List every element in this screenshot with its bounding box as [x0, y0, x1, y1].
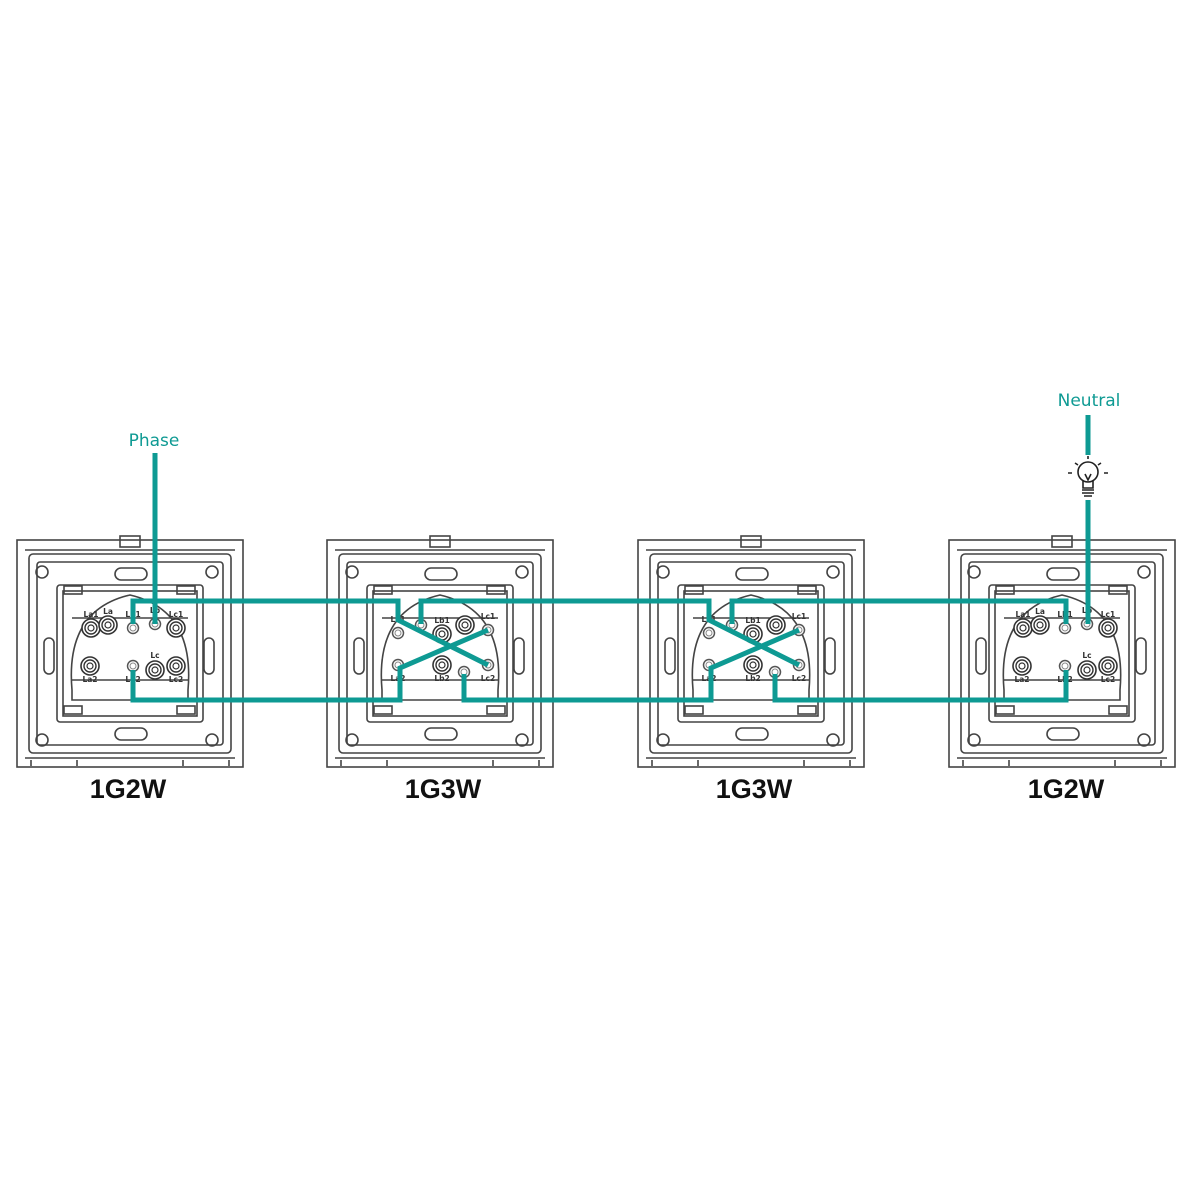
terminal-la1: La1 [81, 610, 101, 638]
terminal-label: Lc2 [792, 674, 806, 683]
wire-bottom-3 [772, 670, 1069, 703]
terminal-label: Lc1 [169, 610, 183, 619]
wire-top-2 [418, 598, 801, 668]
terminal-label: Lb1 [745, 616, 760, 625]
terminal-la2: La2 [1012, 656, 1032, 684]
terminal-label: Lc [1082, 651, 1091, 660]
terminal-label: La1 [83, 610, 98, 619]
terminal-lc1: Lc1 [1098, 610, 1118, 638]
terminal-la: La [98, 607, 118, 635]
terminal-label: La1 [1015, 610, 1030, 619]
terminal-label: La2 [1014, 675, 1029, 684]
terminal-lc1: Lc1 [166, 610, 186, 638]
switch-model-label: 1G2W [1028, 774, 1105, 804]
switch-model-label: 1G3W [405, 774, 482, 804]
phase-label: Phase [129, 431, 180, 451]
terminal-lc2: Lc2 [1098, 656, 1118, 684]
terminal-lc: Lc [145, 651, 165, 680]
switch-model-label: 1G2W [90, 774, 167, 804]
terminal-label: Lc1 [1101, 610, 1115, 619]
wire-top-1 [130, 598, 490, 668]
switch-model-label: 1G3W [716, 774, 793, 804]
terminal-label: Lc2 [1101, 675, 1115, 684]
terminal-label: Lb1 [434, 616, 449, 625]
wire-top-3 [729, 598, 1069, 624]
terminal [766, 615, 786, 635]
terminal-label: Lb2 [745, 674, 760, 683]
terminal-lc2: Lc2 [166, 656, 186, 684]
terminal-la1: La1 [1013, 610, 1033, 638]
terminal-label: Lc [150, 651, 159, 660]
terminal-lb2: Lb2 [432, 655, 452, 683]
terminal [455, 615, 475, 635]
terminal-label: Lc1 [481, 612, 495, 621]
neutral-label: Neutral [1058, 391, 1121, 411]
terminal-label: Lc2 [481, 674, 495, 683]
terminal-la: La [1030, 607, 1050, 635]
terminal-lc: Lc [1077, 651, 1097, 680]
wire-bottom-2 [461, 627, 800, 703]
terminal [768, 665, 782, 679]
wires [130, 415, 1091, 703]
terminal-label: Lb2 [434, 674, 449, 683]
light-bulb-icon [1068, 456, 1108, 497]
terminal-lb2: Lb2 [743, 655, 763, 683]
terminal-label: La [1035, 607, 1045, 616]
terminal-label: La2 [82, 675, 97, 684]
terminal-label: Lc2 [169, 675, 183, 684]
terminal-label: Lc1 [792, 612, 806, 621]
terminal-label: La [103, 607, 113, 616]
terminal-la2: La2 [80, 656, 100, 684]
wire-bottom-1 [130, 627, 489, 703]
